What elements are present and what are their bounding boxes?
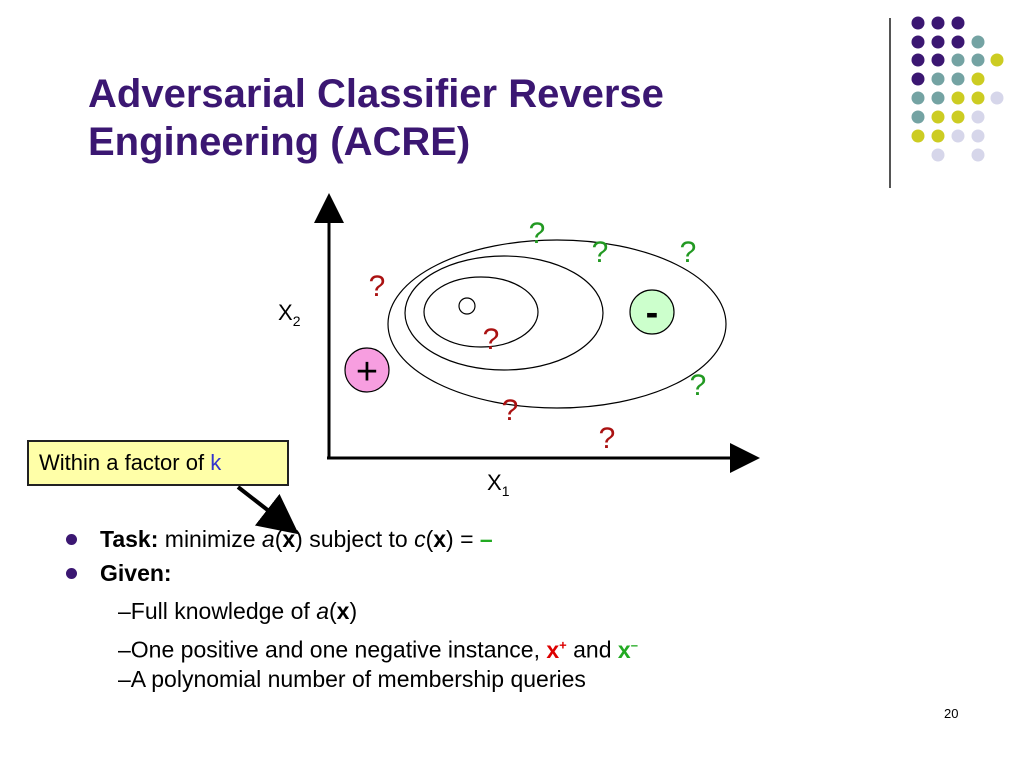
y-axis-label: X2 [278, 300, 301, 329]
query-green-3: ? [680, 236, 697, 269]
target-point [458, 297, 476, 315]
given-label: Given: [100, 560, 172, 586]
header-divider-line [889, 18, 891, 188]
slide-title: Adversarial Classifier Reverse Engineeri… [88, 70, 808, 166]
query-green-4: ? [690, 369, 707, 402]
negative-instance [629, 289, 675, 335]
outer-ellipse [387, 239, 727, 409]
negative-mark: - [646, 292, 659, 334]
bullet-list: Task: minimize a(x) subject to c(x) = – … [60, 522, 960, 692]
inner-ellipse [423, 276, 539, 348]
sub-item-queries: –A polynomial number of membership queri… [118, 666, 586, 692]
query-red-3: ? [502, 394, 519, 427]
query-red-2: ? [483, 323, 500, 356]
query-red-4: ? [599, 422, 616, 455]
middle-ellipse [404, 255, 604, 371]
slide-number: 20 [944, 706, 959, 721]
callout-k: k [210, 450, 222, 475]
callout-box: Within a factor of k [27, 440, 289, 486]
callout-arrow [236, 485, 299, 535]
bullet-dot [66, 534, 77, 545]
positive-instance [344, 347, 390, 393]
query-green-2: ? [592, 236, 609, 269]
x-axis-label: X1 [487, 470, 510, 499]
query-green-1: ? [529, 217, 546, 250]
title-line-2: Engineering (ACRE) [88, 120, 471, 164]
task-text: Task: minimize a(x) subject to c(x) = – [100, 526, 493, 552]
bullet-dot [66, 568, 77, 579]
positive-mark: + [356, 351, 378, 393]
sub-item-knowledge: –Full knowledge of a(x) [118, 598, 358, 624]
sub-item-instances: –One positive and one negative instance,… [118, 636, 638, 663]
bullet-given: Given: [60, 556, 960, 590]
query-red-1: ? [369, 270, 386, 303]
bullet-task: Task: minimize a(x) subject to c(x) = – [60, 522, 960, 556]
callout-text: Within a factor of [39, 450, 211, 475]
title-line-1: Adversarial Classifier Reverse [88, 72, 664, 116]
